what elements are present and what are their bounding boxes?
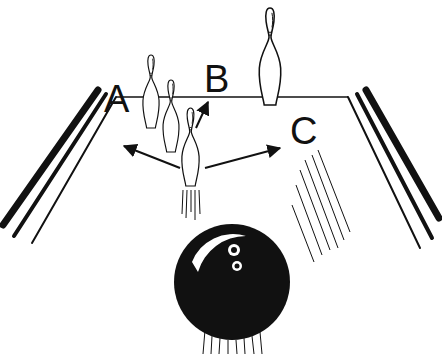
direction-label: B	[204, 60, 229, 98]
bowling-pin	[182, 108, 199, 186]
bowling-pin	[163, 80, 179, 152]
left-gutter	[3, 90, 116, 243]
direction-label: A	[104, 80, 129, 118]
bowling-pin	[143, 55, 159, 128]
right-gutter	[348, 90, 439, 248]
motion-lines	[182, 190, 200, 220]
motion-lines	[292, 150, 350, 262]
motion-lines	[203, 330, 262, 354]
direction-label: C	[290, 112, 317, 150]
deflection-arrows	[124, 102, 280, 168]
bowling-pin	[259, 8, 281, 105]
bowling-ball	[174, 224, 290, 340]
